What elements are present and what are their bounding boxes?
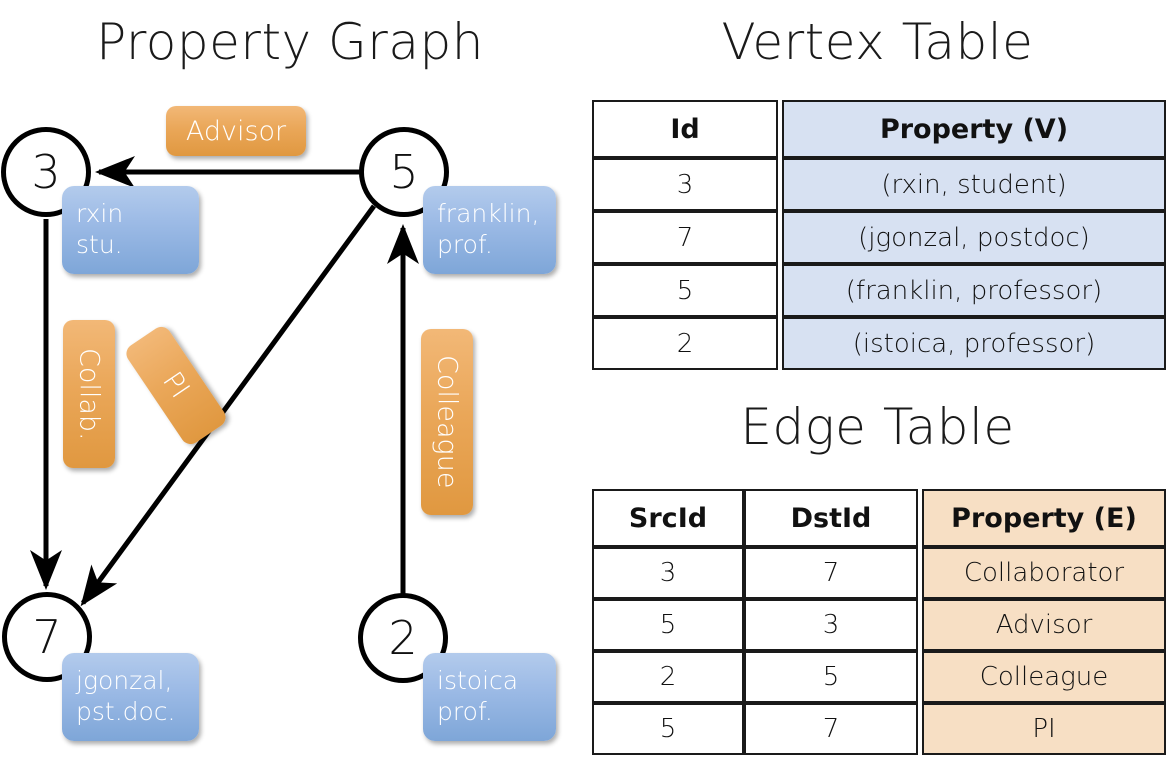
- property-graph-diagram: 3 5 7 2 rxin stu. franklin, prof. jgonza…: [1, 106, 556, 741]
- edge-table: SrcId DstId Property (E) 3 7 Collaborato…: [592, 489, 1166, 755]
- edge-table-header-property: Property (E): [922, 489, 1166, 547]
- vertex-table-header-property: Property (V): [782, 100, 1166, 158]
- graph-node-3-property-box: rxin stu.: [62, 186, 199, 274]
- vertex-table-row-0-property: (rxin, student): [782, 158, 1166, 211]
- graph-node-5-property-line1: franklin,: [437, 199, 540, 228]
- edge-label-colleague-text: Colleague: [431, 355, 463, 489]
- edge-label-advisor-text: Advisor: [185, 115, 287, 147]
- graph-node-2[interactable]: 2: [358, 593, 448, 683]
- edge-table-row-3-srcid: 5: [592, 703, 744, 755]
- page-title-edge-table: Edge Table: [740, 398, 1015, 456]
- graph-node-5-property-box: franklin, prof.: [423, 186, 556, 274]
- graph-node-7-property-line1: jgonzal,: [76, 666, 173, 695]
- graph-node-7-label: 7: [32, 610, 62, 664]
- edge-table-row-2-srcid: 2: [592, 651, 744, 703]
- graph-node-3-property-line1: rxin: [76, 199, 124, 228]
- edge-table-row-1-dstid: 3: [744, 599, 918, 651]
- edge-table-header-srcid: SrcId: [592, 489, 744, 547]
- edge-label-collab-text: Collab.: [73, 347, 105, 441]
- graph-node-2-property-box: istoica prof.: [423, 653, 556, 741]
- vertex-table-row-2-id: 5: [592, 264, 778, 317]
- vertex-table-row-3-id: 2: [592, 317, 778, 370]
- vertex-table-row-2-property: (franklin, professor): [782, 264, 1166, 317]
- edge-table-row-2-property: Colleague: [922, 651, 1166, 703]
- vertex-table-header-id: Id: [592, 100, 778, 158]
- edge-table-row-0-property: Collaborator: [922, 547, 1166, 599]
- graph-node-5[interactable]: 5: [359, 127, 449, 217]
- graph-node-7-property-line2: pst.doc.: [76, 697, 176, 726]
- vertex-table-row-1-id: 7: [592, 211, 778, 264]
- edge-table-row-3-property: PI: [922, 703, 1166, 755]
- graph-node-2-property-line1: istoica: [437, 666, 519, 695]
- page-title-vertex-table: Vertex Table: [721, 13, 1034, 71]
- edge-label-collab: Collab.: [63, 320, 115, 468]
- edge-table-row-1-srcid: 5: [592, 599, 744, 651]
- edge-table-row-0-srcid: 3: [592, 547, 744, 599]
- edge-table-row-2-dstid: 5: [744, 651, 918, 703]
- graph-node-2-property-line2: prof.: [437, 697, 493, 726]
- graph-node-7-property-box: jgonzal, pst.doc.: [62, 653, 199, 741]
- edge-label-colleague: Colleague: [421, 329, 473, 515]
- edge-label-advisor: Advisor: [166, 106, 306, 156]
- edge-table-row-0-dstid: 7: [744, 547, 918, 599]
- graph-edge-arrows: [30, 156, 419, 607]
- graph-node-5-label: 5: [389, 145, 419, 199]
- vertex-table: Id Property (V) 3 (rxin, student) 7 (jgo…: [592, 100, 1166, 370]
- vertex-table-row-1-property: (jgonzal, postdoc): [782, 211, 1166, 264]
- edge-label-pi-text: PI: [156, 366, 196, 405]
- edge-table-header-dstid: DstId: [744, 489, 918, 547]
- vertex-table-row-0-id: 3: [592, 158, 778, 211]
- vertex-table-row-3-property: (istoica, professor): [782, 317, 1166, 370]
- edge-table-row-3-dstid: 7: [744, 703, 918, 755]
- graph-node-3-property-line2: stu.: [76, 230, 123, 259]
- edge-table-row-1-property: Advisor: [922, 599, 1166, 651]
- page-title-property-graph: Property Graph: [96, 13, 484, 71]
- graph-node-3-label: 3: [31, 145, 61, 199]
- graph-node-5-property-line2: prof.: [437, 230, 493, 259]
- graph-node-2-label: 2: [388, 611, 418, 665]
